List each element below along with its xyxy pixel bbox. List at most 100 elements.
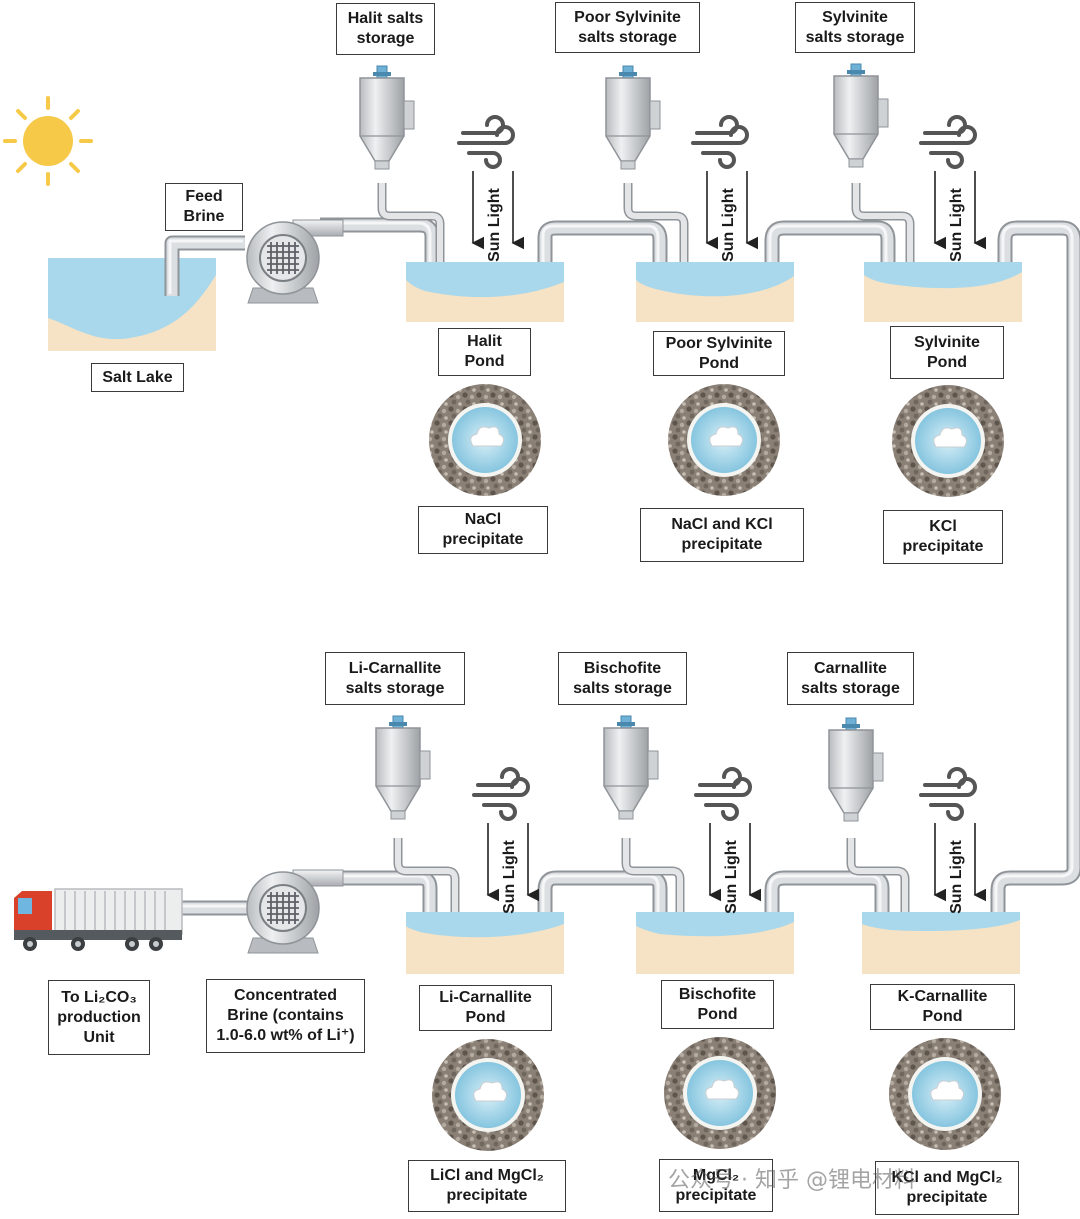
wind-stroke [701, 151, 736, 169]
pond-label-line-1: K-Carnallite [897, 988, 988, 1005]
precipitate-crystal [930, 1080, 965, 1101]
pipe-highlight [994, 224, 1074, 920]
sun-light-label: Sun Light [948, 839, 965, 913]
precipitate-icon [668, 384, 780, 496]
precipitate-label-line-1: KCl [929, 518, 957, 535]
silo-side-box [419, 750, 431, 780]
pond-label-line-1: Bischofite [678, 985, 757, 1003]
precipitate-label-nacl: NaCl precipitate [418, 506, 548, 554]
pipe-segment [539, 872, 666, 922]
silo-side-box [649, 100, 661, 130]
precipitate-label-licl-mgcl2: LiCl and MgCl₂ precipitate [408, 1160, 566, 1212]
salt-lake-basin [48, 258, 216, 351]
storage-label-line-1: Halit salts [347, 10, 424, 27]
storage-silo-icon [833, 63, 889, 168]
pipe-network [164, 183, 1080, 922]
pipe-highlight [541, 224, 660, 270]
pipe-segment [766, 222, 894, 272]
storage-label-line-1: Li-Carnallite [348, 659, 442, 677]
evaporation-pond [406, 912, 564, 974]
precipitate-label-line-1: LiCl and MgCl₂ [430, 1167, 544, 1184]
silo-side-box [647, 750, 659, 780]
pipe-segment [766, 872, 888, 922]
wind-stroke [467, 151, 502, 169]
wind-icon: Sun Light [919, 767, 987, 914]
storage-label-line-1: Carnallite [814, 659, 887, 677]
silo-valve-cap [617, 722, 635, 726]
silo-body [828, 729, 874, 814]
wind-stroke [704, 803, 739, 821]
storage-label-sylvinite: Sylvinite salts storage [795, 2, 915, 53]
precipitate-crystal [705, 1079, 740, 1100]
silo-valve-cap [619, 72, 637, 76]
pipe-highlight [168, 239, 243, 294]
to-production-line-2: production [57, 1008, 141, 1026]
precipitate-icon [432, 1039, 544, 1151]
pipe-highlight [318, 874, 430, 920]
storage-silo-icon [605, 65, 661, 170]
salt-lake-label-text: Salt Lake [102, 368, 173, 386]
feed-line [395, 838, 458, 920]
precipitate-icon [889, 1038, 1001, 1150]
sun-light-label: Sun Light [720, 187, 737, 261]
wind-icon: Sun Light [472, 767, 540, 914]
pond-label-sylvinite: Sylvinite Pond [890, 326, 1004, 379]
wind-stroke [472, 777, 530, 797]
silo-outlet [374, 160, 390, 170]
silo-outlet [848, 158, 864, 168]
silo-outlet [620, 160, 636, 170]
silo-body [603, 727, 649, 812]
pond-label-line-2: Pond [927, 353, 967, 371]
pipe-highlight [768, 874, 882, 920]
precipitate-label-kcl: KCl precipitate [883, 510, 1003, 564]
wind-icon: Sun Light [457, 115, 525, 262]
evaporation-pond [864, 262, 1022, 322]
pipe-segment [992, 222, 1080, 922]
concentrated-brine-label: Concentrated Brine (contains 1.0-6.0 wt%… [206, 979, 365, 1053]
storage-label-halit: Halit salts storage [336, 3, 435, 55]
silo-body [605, 77, 651, 162]
wind-icon: Sun Light [691, 115, 759, 262]
silo-outlet [843, 812, 859, 822]
precipitate-label-line-1: NaCl and KCl [671, 516, 773, 533]
feed-line [848, 838, 908, 920]
wind-stroke [929, 151, 964, 169]
pipe-segment-outline [990, 220, 1080, 922]
to-production-line-1: To Li₂CO₃ [61, 988, 137, 1006]
evaporation-pond [636, 912, 794, 974]
pipe-segment [166, 237, 245, 296]
precipitate-label-line-1: MgCl₂ [692, 1166, 740, 1184]
silo-body [375, 727, 421, 812]
feed-line [623, 838, 683, 920]
sun-light-label: Sun Light [486, 187, 503, 261]
pond-label-line-2: Pond [465, 1009, 506, 1026]
sun-light-label: Sun Light [501, 839, 518, 913]
pond-label-line-1: Halit [467, 333, 502, 350]
wind-stroke [929, 803, 964, 821]
storage-silo-icon [359, 65, 415, 170]
wind-stroke [691, 125, 749, 145]
pond-label-halit: Halit Pond [438, 328, 531, 376]
precipitate-label-line-1: KCl and MgCl₂ [891, 1169, 1003, 1186]
precipitate-icon [664, 1037, 776, 1149]
wind-stroke [919, 125, 977, 145]
pond-label-k-carnallite: K-Carnallite Pond [870, 984, 1015, 1030]
truck-icon [14, 888, 183, 951]
storage-silo-icon [375, 715, 431, 820]
concentrated-brine-line-2: Brine (contains [227, 1007, 344, 1024]
pond-label-li-carnallite: Li-Carnallite Pond [419, 985, 552, 1031]
pipe-highlight [541, 874, 660, 920]
storage-label-line-2: salts storage [801, 679, 900, 697]
precipitate-icon [892, 385, 1004, 497]
precipitate-label-kcl-mgcl2: KCl and MgCl₂ precipitate [875, 1161, 1019, 1215]
pipe-highlight [768, 224, 888, 270]
precipitate-crystal [470, 426, 505, 447]
feed-line [379, 183, 443, 268]
precipitate-label-line-2: precipitate [446, 1187, 528, 1204]
precipitate-label-line-2: precipitate [442, 531, 524, 548]
silo-body [359, 77, 405, 162]
pond-label-line-2: Pond [699, 354, 739, 372]
precipitate-label-line-2: precipitate [681, 536, 763, 553]
